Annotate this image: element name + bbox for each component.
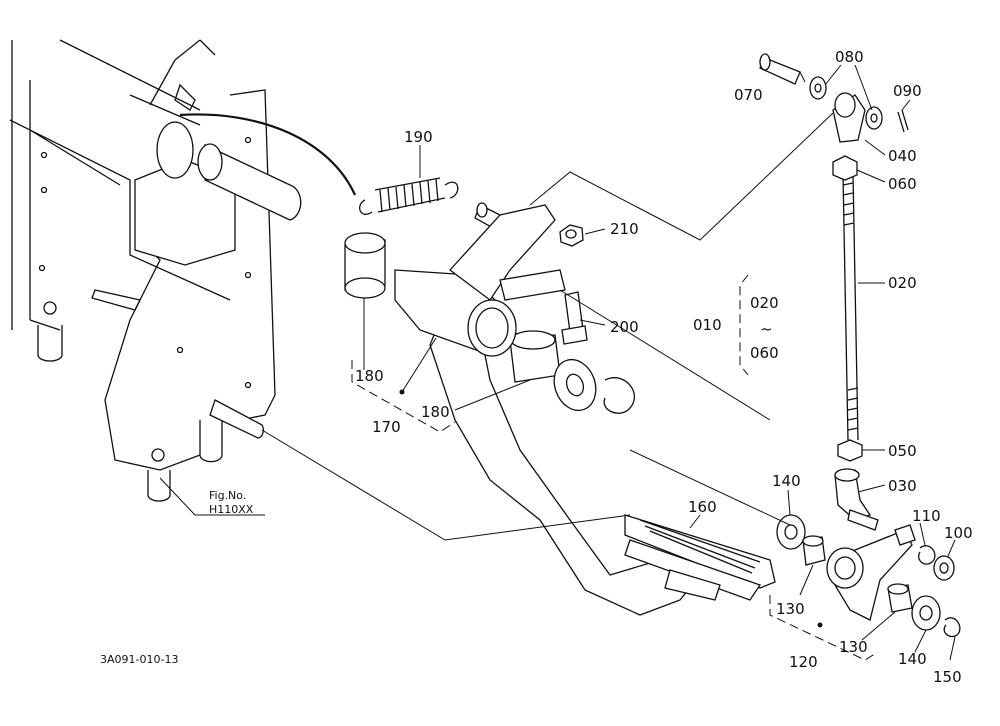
label-020: 020: [888, 274, 917, 292]
washer-140-lower: [911, 595, 941, 631]
label-170: 170: [372, 418, 401, 436]
washer-clip-shaft: [553, 358, 635, 414]
label-130-upper: 130: [776, 600, 805, 618]
label-200: 200: [610, 318, 639, 336]
label-070: 070: [734, 86, 763, 104]
label-180-upper: 180: [355, 367, 384, 385]
nut-210: [559, 224, 584, 247]
label-060-range: 060: [750, 344, 779, 362]
yoke-040: [832, 92, 866, 143]
washer-080a: [809, 76, 827, 100]
frame-housing: [9, 39, 302, 502]
label-110: 110: [912, 507, 941, 525]
label-range-sep: ~: [760, 320, 773, 338]
label-060: 060: [888, 175, 917, 193]
pedal-pad-160: [624, 514, 776, 601]
label-180-lower: 180: [421, 403, 450, 421]
group-bracket-170: [351, 360, 456, 433]
label-130-lower: 130: [839, 638, 868, 656]
group-bracket-010: [739, 274, 749, 376]
label-190: 190: [404, 128, 433, 146]
leader-lines: [159, 64, 956, 661]
fig-ref-line1: Fig.No.: [209, 489, 246, 502]
pedal-170: [394, 204, 702, 616]
rod-020: [842, 174, 859, 441]
label-210: 210: [610, 220, 639, 238]
washer-080b: [865, 106, 883, 130]
label-030: 030: [888, 477, 917, 495]
label-080: 080: [835, 48, 864, 66]
label-010: 010: [693, 316, 722, 334]
washer-140-upper: [776, 514, 806, 550]
bushing-180-lower: [509, 330, 561, 383]
label-140-upper: 140: [772, 472, 801, 490]
nut-050: [837, 439, 863, 462]
label-020-range: 020: [750, 294, 779, 312]
fig-ref-line2: H110XX: [209, 503, 254, 516]
relation-lines: [261, 112, 834, 541]
label-090: 090: [893, 82, 922, 100]
group-bracket-120: [769, 595, 879, 661]
bushing-180-upper: [344, 232, 386, 299]
label-100: 100: [944, 524, 973, 542]
yoke-030: [834, 468, 879, 531]
bushing-130-upper: [802, 535, 826, 566]
bushing-130-lower: [887, 583, 913, 613]
clip-150: [943, 617, 961, 638]
washer-100: [933, 555, 955, 581]
nut-060: [832, 155, 858, 181]
clip-110: [918, 545, 936, 565]
label-120: 120: [789, 653, 818, 671]
label-050: 050: [888, 442, 917, 460]
arm-120: [826, 524, 916, 621]
cable: [179, 113, 357, 196]
bolt-200: [561, 291, 588, 345]
drawing-number: 3A091-010-13: [100, 653, 178, 666]
label-160: 160: [688, 498, 717, 516]
label-040: 040: [888, 147, 917, 165]
pin-070: [759, 53, 801, 85]
cotter-090: [897, 109, 909, 133]
label-140-lower: 140: [898, 650, 927, 668]
label-150: 150: [933, 668, 962, 686]
spring-190: [359, 177, 459, 215]
